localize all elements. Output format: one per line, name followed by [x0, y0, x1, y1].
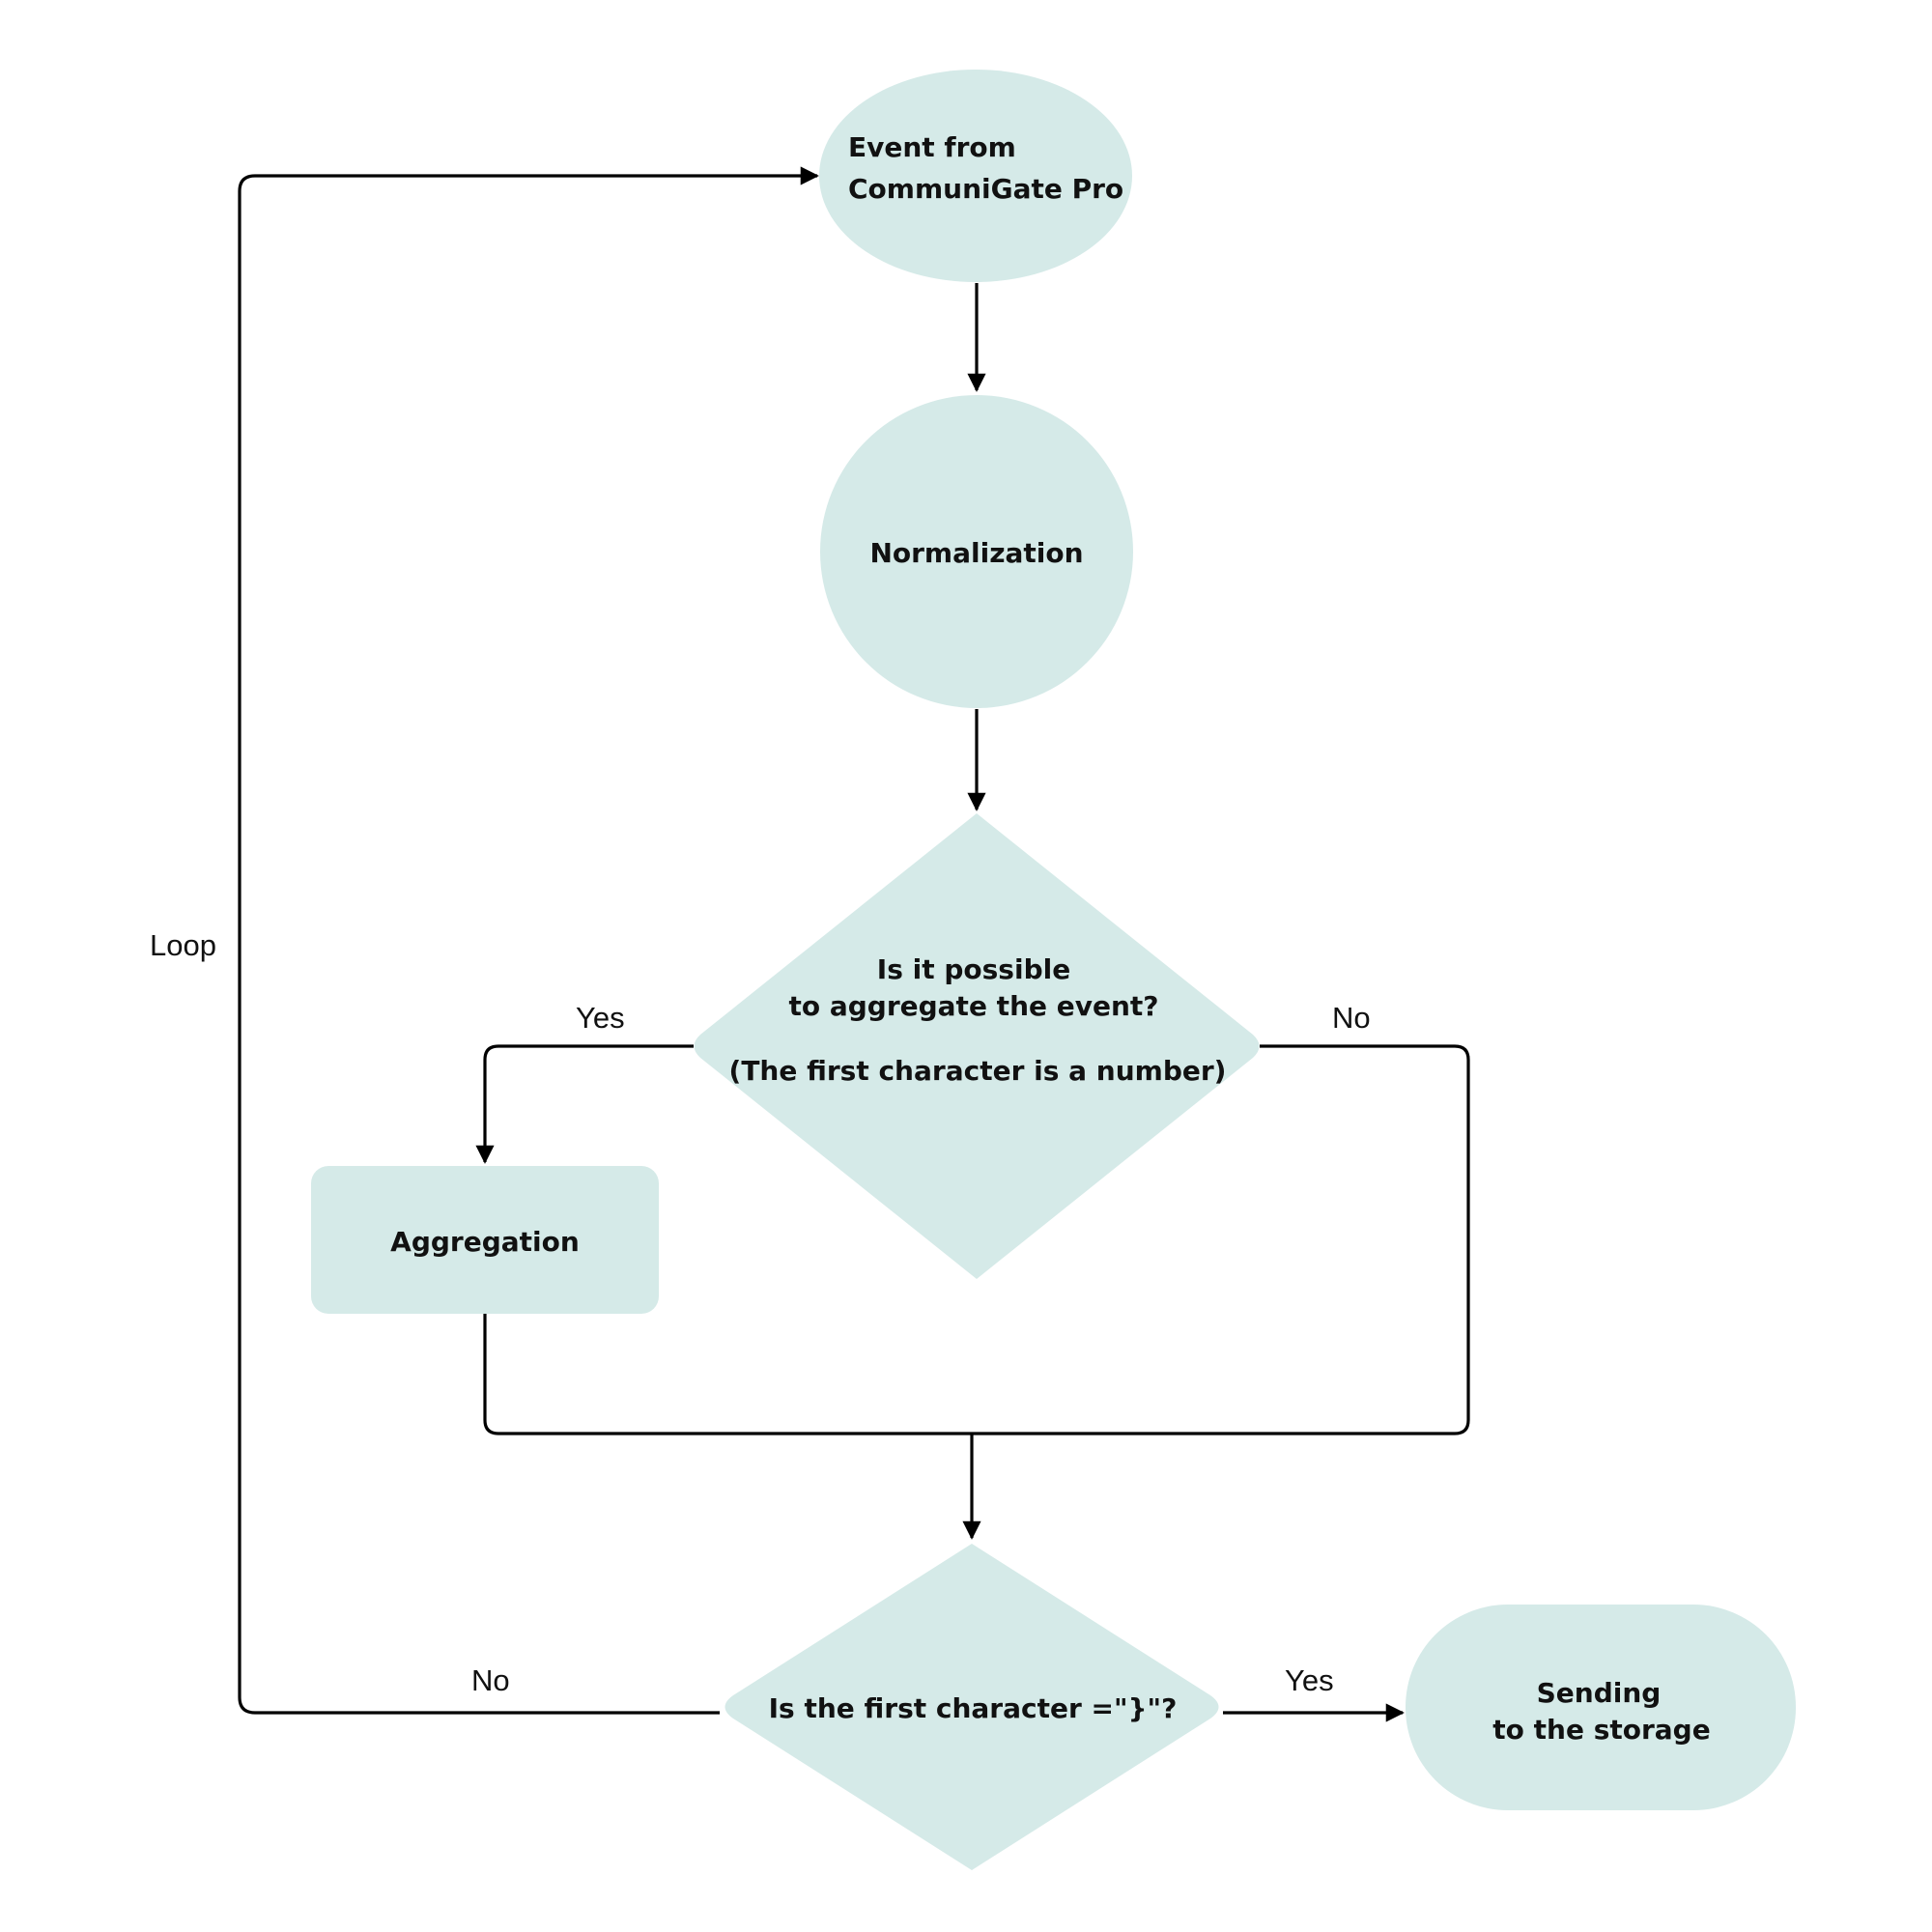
- start-node-label-line1: Event from: [848, 131, 1016, 163]
- storage-node-label-line2: to the storage: [1492, 1714, 1710, 1746]
- aggregation-node: Aggregation: [311, 1166, 659, 1314]
- edge-loop-back: [238, 166, 819, 1715]
- aggregate-decision-shape: [694, 813, 1260, 1279]
- edge-labels: Loop Yes No No Yes: [150, 928, 1371, 1697]
- aggregate-decision-label-line3: (The first character is a number): [729, 1055, 1227, 1087]
- storage-node-label-line1: Sending: [1537, 1677, 1662, 1709]
- storage-node-shape: [1406, 1605, 1796, 1810]
- normalization-node-shape: [820, 395, 1133, 708]
- aggregate-no-label: No: [1332, 1001, 1371, 1035]
- edge-aggregation-to-merge: [483, 1314, 974, 1435]
- loop-label: Loop: [150, 928, 216, 962]
- end-decision-label: Is the first character ="}"?: [769, 1692, 1178, 1724]
- storage-node: Sending to the storage: [1406, 1605, 1796, 1810]
- end-no-label: No: [471, 1663, 510, 1697]
- edge-decision-yes-to-aggregation: [475, 1044, 694, 1164]
- normalization-node: Normalization: [820, 395, 1133, 708]
- connectors: [238, 166, 1470, 1722]
- aggregation-node-shape: [311, 1166, 659, 1314]
- aggregate-decision-label-line1: Is it possible: [877, 953, 1070, 985]
- aggregate-yes-label: Yes: [576, 1001, 625, 1035]
- aggregate-decision-label-line2: to aggregate the event?: [788, 990, 1158, 1022]
- end-decision-node: Is the first character ="}"?: [724, 1544, 1219, 1870]
- normalization-node-label: Normalization: [869, 537, 1083, 569]
- start-node-shape: [819, 70, 1132, 282]
- start-node: Event from CommuniGate Pro: [819, 70, 1132, 282]
- end-yes-label: Yes: [1285, 1663, 1334, 1697]
- start-node-label-line2: CommuniGate Pro: [848, 173, 1123, 205]
- end-decision-shape: [724, 1544, 1219, 1870]
- edge-decision-no-to-merge: [974, 1044, 1470, 1435]
- aggregate-decision-node: Is it possible to aggregate the event? (…: [694, 813, 1260, 1279]
- aggregation-node-label: Aggregation: [390, 1226, 580, 1258]
